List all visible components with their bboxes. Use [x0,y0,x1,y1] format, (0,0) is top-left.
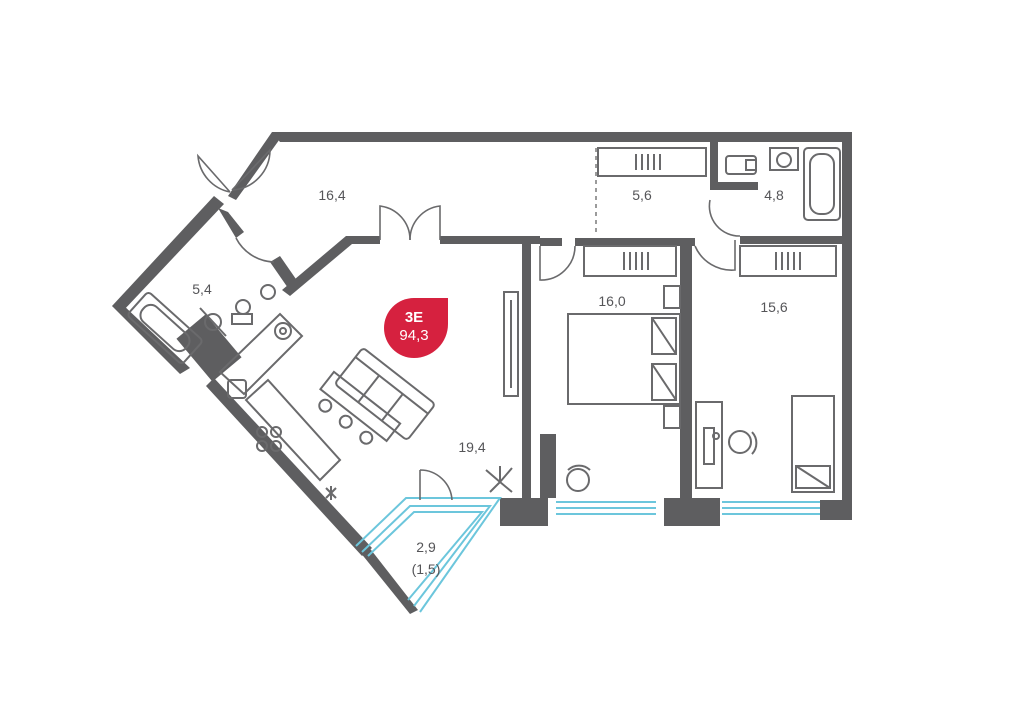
sink-icon [769,147,799,171]
wardrobe-icon [739,245,837,277]
wardrobe-icon [597,147,707,177]
walls [112,132,852,614]
room-area-bathroom-1: 5,4 [192,281,212,297]
room-area-hall: 16,4 [318,187,345,203]
furniture [127,147,841,500]
door-swing-icon [197,153,231,193]
badge-code: 3E [405,309,423,326]
glazing [355,497,820,613]
sink-icon [199,307,227,337]
badge-total-area: 94,3 [399,327,428,344]
room-area-balcony-reduced: (1,5) [412,561,441,577]
doors [197,147,741,501]
toilet-icon [260,284,276,300]
stove-icon [218,312,342,500]
dining-table-icon [318,370,402,445]
room-area-balcony: 2,9 [416,539,436,555]
room-area-bedroom-2: 15,6 [760,299,787,315]
toilet-icon [725,155,757,175]
tv-icon [503,291,519,397]
toilet-icon [231,299,253,325]
room-area-storage: 5,6 [632,187,652,203]
wardrobe-icon [583,245,677,277]
bathtub-icon [127,292,203,364]
room-area-bedroom-1: 16,0 [598,293,625,309]
room-area-bathroom-2: 4,8 [764,187,784,203]
apartment-badge: 3E 94,3 [384,298,448,358]
room-labels: 16,4 5,6 4,8 5,4 19,4 16,0 15,6 2,9 (1,5… [192,187,788,577]
desk-icon [695,401,723,489]
plant-icon [485,466,513,493]
chair-icon [728,430,758,455]
badge-shape [384,298,448,358]
room-area-living-kitchen: 19,4 [458,439,485,455]
bed-icon [791,395,835,493]
chair-icon [566,464,591,492]
bathtub-icon [803,147,841,221]
sofa-icon [335,348,435,440]
bed-icon [567,285,681,429]
